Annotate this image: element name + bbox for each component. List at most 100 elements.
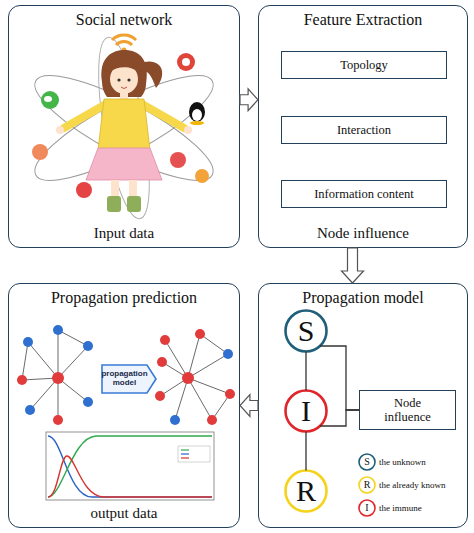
network-node — [207, 415, 217, 425]
chart-frame — [46, 432, 214, 500]
network-edge — [188, 354, 228, 378]
feature-box: Interaction — [281, 116, 447, 144]
network-edge — [175, 378, 188, 420]
girl-skirt — [86, 148, 162, 180]
prediction-panel: Propagation predictionoutput datapropaga… — [8, 283, 240, 528]
girl-mouth — [121, 87, 127, 89]
panel-title: Feature Extraction — [259, 11, 467, 29]
orbit-ellipse — [23, 58, 224, 198]
arrow-outline — [102, 365, 156, 393]
girl-hair — [144, 61, 162, 88]
network-node — [182, 372, 194, 384]
panel-footer: Input data — [9, 225, 239, 242]
app-icon — [32, 144, 48, 160]
legend-text: the immune — [379, 503, 422, 513]
node-label: Interaction — [337, 123, 391, 137]
network-edge — [200, 334, 228, 354]
feature-panel: Feature ExtractionNode influenceTopology… — [258, 5, 468, 248]
orbit-ellipse — [23, 58, 224, 198]
app-icon — [41, 91, 59, 109]
network-node — [83, 341, 93, 351]
app-icon — [44, 96, 52, 102]
girl-eye — [117, 78, 120, 81]
chart-legend-line — [181, 457, 189, 458]
susceptible-curve — [48, 436, 212, 497]
panel-title: Propagation model — [259, 289, 467, 307]
network-edge — [28, 342, 58, 378]
wifi-arc — [112, 35, 136, 40]
network-edge — [30, 378, 58, 410]
girl-hair — [109, 62, 139, 73]
block-arrow — [342, 248, 364, 283]
network-node — [155, 391, 165, 401]
penguin-icon — [190, 121, 204, 125]
block-arrow — [240, 395, 258, 417]
legend-letter: R — [359, 479, 375, 491]
panel-footer: Node influence — [259, 225, 467, 242]
block-arrow — [240, 89, 258, 111]
network-node — [195, 329, 205, 339]
network-node — [83, 397, 93, 407]
circle-outline — [286, 391, 327, 432]
network-node — [157, 357, 167, 367]
legend-text: the already known — [379, 480, 445, 490]
network-node — [53, 415, 63, 425]
circle-outline — [286, 311, 327, 352]
connector-line — [305, 352, 306, 391]
girl-hair — [101, 50, 147, 97]
app-icon — [182, 58, 190, 66]
legend-entry: the immune — [379, 502, 422, 514]
network-node — [223, 349, 233, 359]
penguin-icon — [189, 102, 205, 122]
network-edge — [188, 334, 200, 378]
legend-text: the unknown — [379, 457, 426, 467]
model-arrow-box: propagation model — [101, 364, 157, 394]
node-label: Node influence — [374, 396, 441, 425]
legend-letter: S — [359, 456, 375, 468]
node-label: I — [301, 396, 311, 426]
app-icon — [195, 169, 209, 183]
network-node — [52, 372, 64, 384]
connector-line — [320, 410, 359, 426]
network-edge — [188, 378, 212, 420]
legend-circle — [359, 454, 375, 470]
connector-line — [305, 432, 306, 471]
node-label: S — [298, 316, 315, 346]
network-edge — [188, 378, 230, 394]
network-node — [170, 415, 180, 425]
panel-footer: output data — [9, 505, 239, 522]
legend-letter: I — [359, 502, 375, 514]
network-edge — [58, 378, 59, 420]
network-edge — [58, 346, 88, 378]
network-node — [23, 337, 33, 347]
network-panel: Social networkInput data — [8, 5, 240, 248]
network-node — [53, 325, 63, 335]
recovered-curve — [48, 436, 212, 497]
penguin-icon — [192, 109, 202, 121]
network-edge — [58, 330, 59, 378]
state-circle: R — [284, 469, 328, 513]
girl-boot — [127, 196, 141, 212]
network-edge — [165, 340, 188, 378]
network-node — [17, 375, 27, 385]
node-label: R — [296, 476, 316, 506]
panel-title: Social network — [9, 11, 239, 29]
girl-hand — [184, 126, 192, 134]
girl-arm — [64, 104, 106, 128]
network-edge — [22, 342, 28, 380]
chart-legend-line — [181, 453, 189, 454]
state-circle: I — [284, 389, 328, 433]
feature-box: Information content — [281, 180, 447, 208]
chart-legend-box — [178, 446, 210, 462]
chart-legend-line — [181, 449, 189, 450]
legend-circle — [359, 500, 375, 516]
model-panel: Propagation modelS I Node influenceR — [258, 283, 468, 528]
influence-box: Node influence — [359, 390, 456, 430]
girl-hand — [56, 126, 64, 134]
girl-shirt — [98, 99, 150, 150]
network-node — [225, 389, 235, 399]
app-icon — [170, 152, 186, 168]
network-edges — [22, 330, 230, 420]
